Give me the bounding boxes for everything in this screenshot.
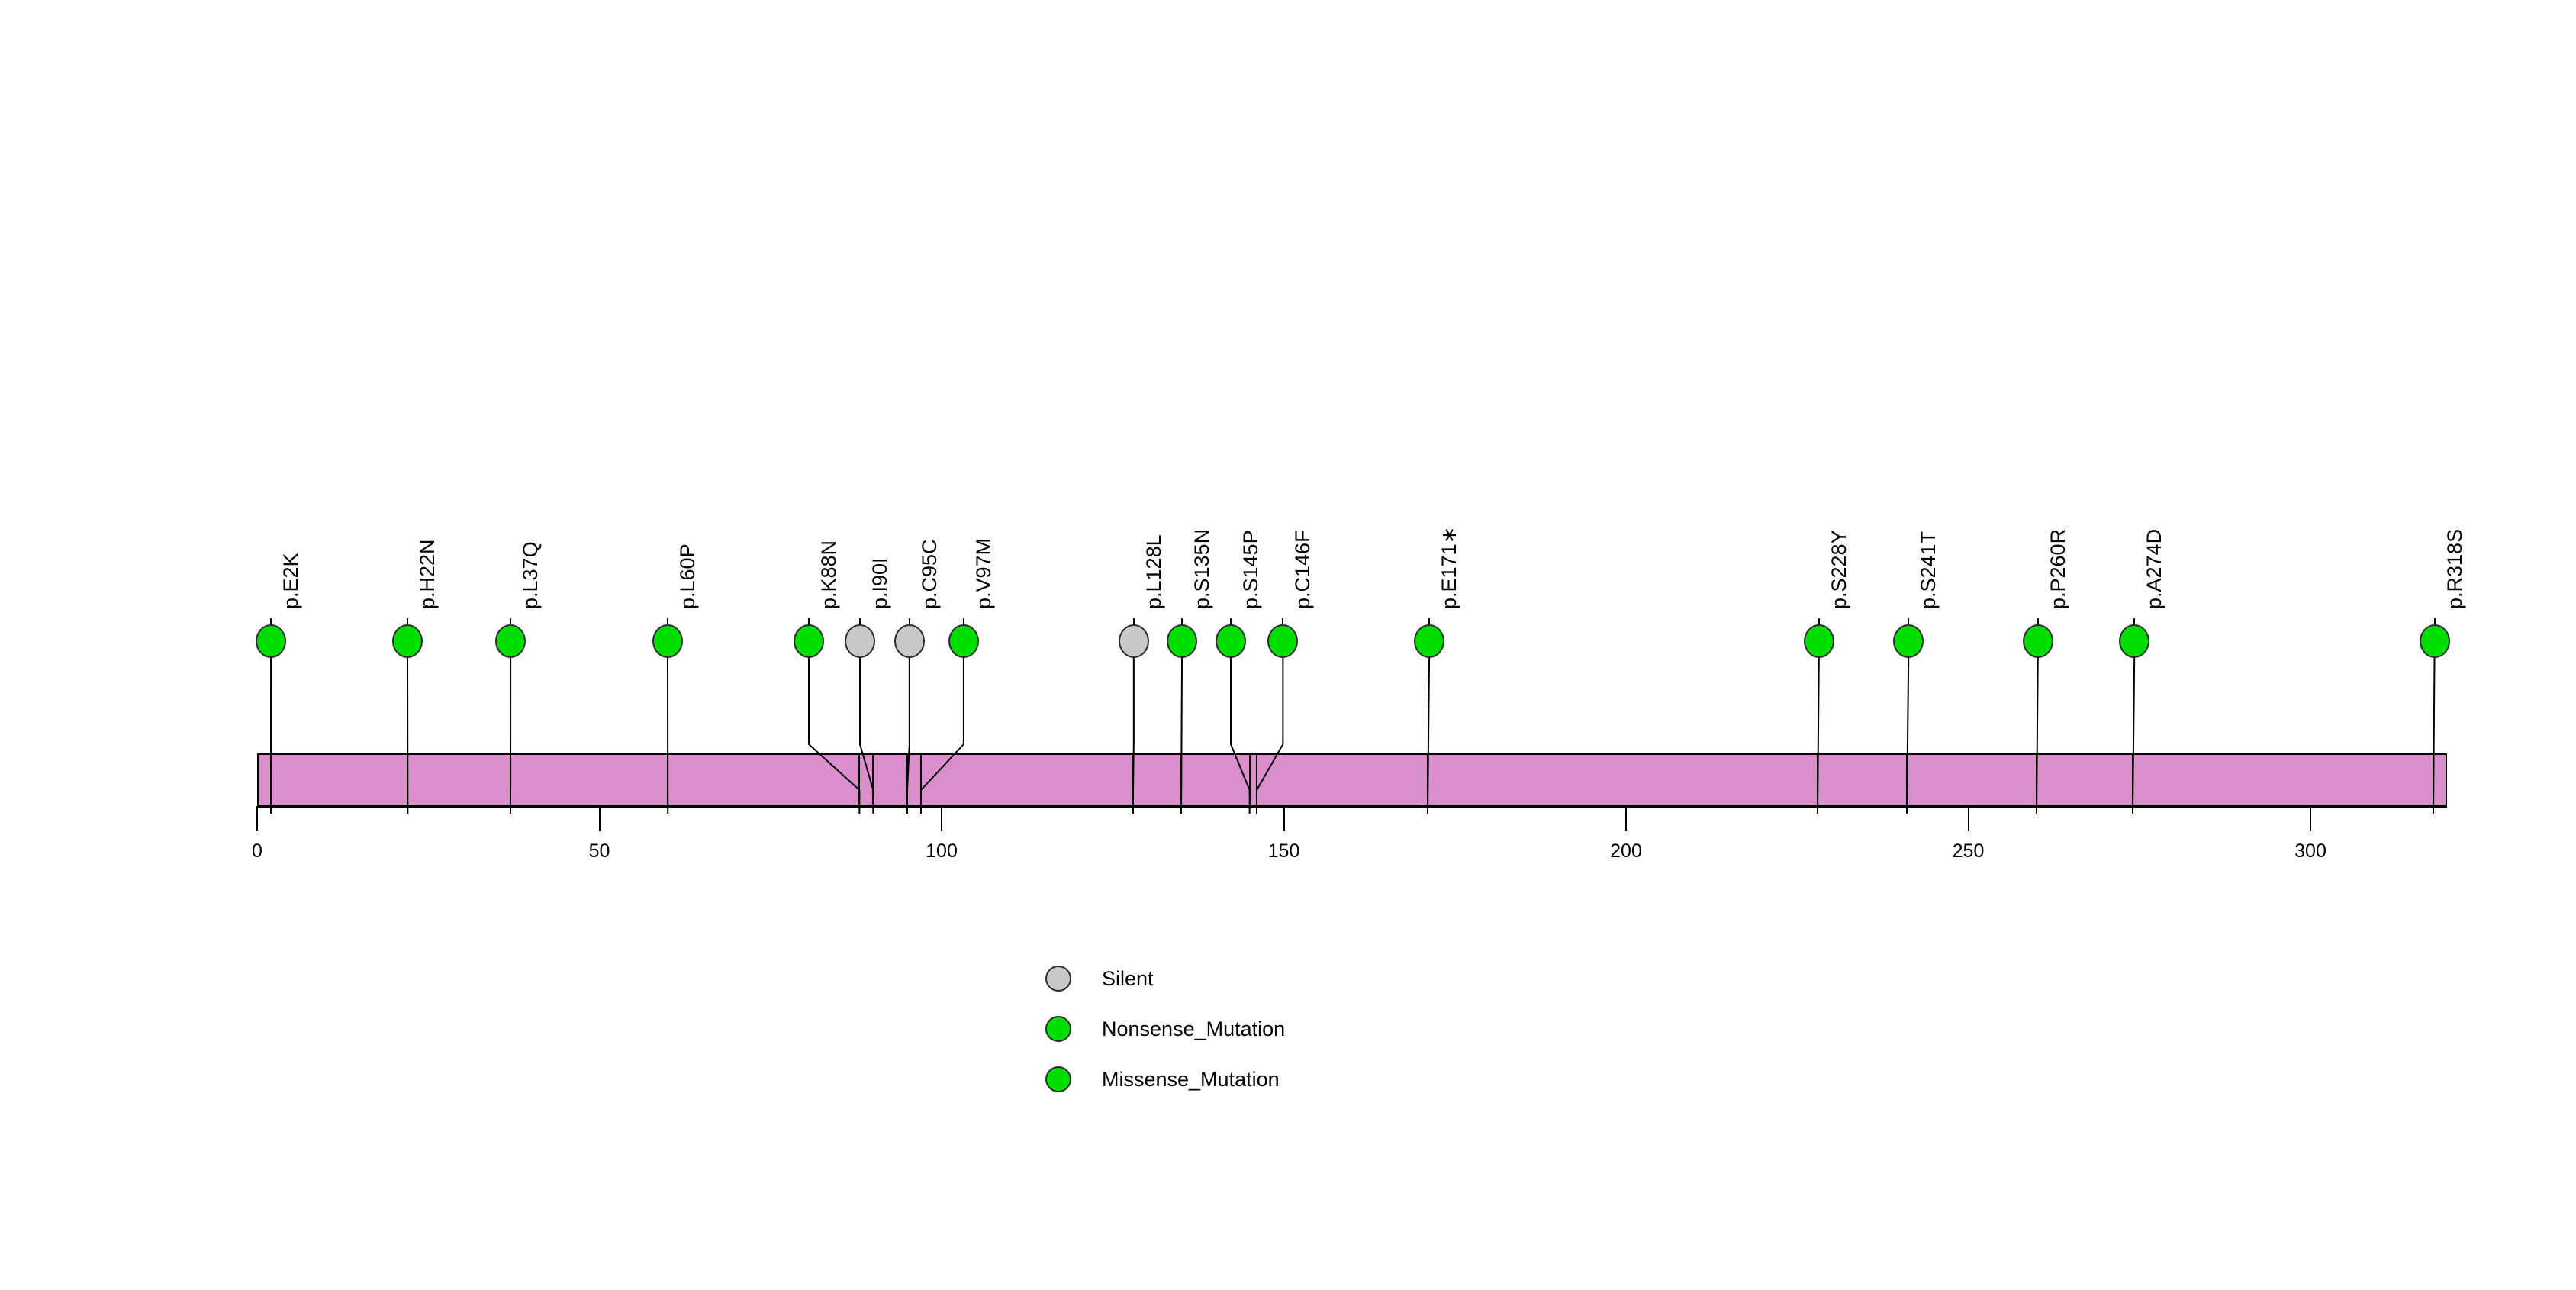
axis-tick [1283,806,1285,831]
protein-position-marker [1817,753,1819,806]
lollipop-head[interactable] [794,624,824,658]
protein-position-marker [1905,753,1908,806]
legend-label: Nonsense_Mutation [1102,1017,1286,1040]
lollipop-cap-tick [909,618,910,627]
legend-color-dot [1045,966,1071,992]
lollipop-label: p.S145P [1239,530,1262,609]
axis-tick [1967,806,1969,831]
lollipop-cap-tick [2037,618,2039,627]
lollipop-head[interactable] [1267,624,1298,658]
lollipop-head[interactable] [256,624,286,658]
protein-position-marker [1180,753,1182,806]
lollipop-head[interactable] [2420,624,2450,658]
axis-tick-label: 100 [926,840,958,862]
protein-position-marker [407,753,409,806]
lollipop-head[interactable] [495,624,526,658]
lollipop-cap-tick [1818,618,1820,627]
lollipop-head[interactable] [948,624,979,658]
lollipop-head[interactable] [845,624,875,658]
protein-position-marker [1132,753,1135,806]
protein-position-marker [2131,753,2133,806]
lollipop-cap-tick [1133,618,1135,627]
lollipop-label: p.A274D [2143,528,2165,609]
legend-color-dot [1045,1066,1071,1092]
lollipop-label: p.R318S [2443,528,2466,609]
axis-tick-label: 300 [2294,840,2326,862]
lollipop-label: p.K88N [817,540,840,609]
legend-item[interactable]: Nonsense_Mutation [1045,1016,1285,1042]
lollipop-label: p.P260R [2046,528,2069,609]
protein-position-marker [1248,753,1251,806]
axis-tick [598,806,601,831]
axis-tick [256,806,258,831]
lollipop-head[interactable] [1893,624,1924,658]
lollipop-head[interactable] [1216,624,1246,658]
lollipop-head[interactable] [894,624,925,658]
lollipop-label: p.L37Q [519,541,542,609]
legend-item[interactable]: Silent [1045,966,1154,992]
legend-color-dot [1045,1016,1071,1042]
lollipop-label: p.S228Y [1827,530,1850,609]
lollipop-cap-tick [1181,618,1183,627]
protein-position-marker [269,753,272,806]
axis-baseline [257,806,2448,808]
lollipop-cap-tick [407,618,408,627]
lollipop-cap-tick [2434,618,2436,627]
axis-tick-label: 50 [588,840,610,862]
lollipop-label: p.E171∗ [1438,526,1460,609]
lollipop-cap-tick [510,618,511,627]
protein-position-marker [2433,753,2435,806]
lollipop-cap-tick [270,618,272,627]
lollipop-head[interactable] [392,624,423,658]
protein-position-marker [906,753,909,806]
protein-position-marker [872,753,874,806]
protein-position-marker [1426,753,1428,806]
protein-position-marker [667,753,669,806]
lollipop-label: p.I90I [868,557,891,609]
lollipop-cap-tick [667,618,668,627]
lollipop-cap-tick [1908,618,1909,627]
lollipop-cap-tick [1428,618,1430,627]
protein-position-marker [858,753,861,806]
lollipop-label: p.S135N [1190,528,1213,609]
lollipop-head[interactable] [1119,624,1149,658]
lollipop-label: p.E2K [279,553,302,609]
lollipop-cap-tick [1230,618,1232,627]
axis-tick-label: 250 [1952,840,1985,862]
lollipop-head[interactable] [1167,624,1197,658]
lollipop-head[interactable] [2023,624,2053,658]
lollipop-label: p.H22N [416,539,439,609]
lollipop-cap-tick [2133,618,2135,627]
lollipop-label: p.C146F [1291,530,1314,609]
lollipop-label: p.L60P [676,543,699,609]
axis-tick [1625,806,1627,831]
protein-position-marker [1255,753,1257,806]
axis-tick [2310,806,2311,831]
axis-tick-label: 200 [1610,840,1642,862]
axis-tick-label: 150 [1267,840,1300,862]
lollipop-cap-tick [808,618,810,627]
axis-tick-label: 0 [252,840,262,862]
legend-label: Missense_Mutation [1102,1067,1280,1091]
protein-position-marker [509,753,511,806]
legend-item[interactable]: Missense_Mutation [1045,1066,1280,1092]
protein-position-marker [920,753,923,806]
lollipop-cap-tick [1282,618,1283,627]
lollipop-label: p.L128L [1142,534,1165,609]
axis-tick [941,806,942,831]
lollipop-head[interactable] [1414,624,1444,658]
lollipop-label: p.S241T [1917,531,1940,609]
protein-backbone-bar [257,753,2448,806]
lollipop-label: p.C95C [918,539,941,609]
lollipop-head[interactable] [1804,624,1834,658]
lollipop-head[interactable] [2119,624,2149,658]
lollipop-cap-tick [859,618,861,627]
lollipop-label: p.V97M [972,537,995,609]
lollipop-head[interactable] [652,624,683,658]
lollipop-cap-tick [963,618,964,627]
protein-position-marker [2036,753,2038,806]
legend-label: Silent [1102,966,1154,990]
